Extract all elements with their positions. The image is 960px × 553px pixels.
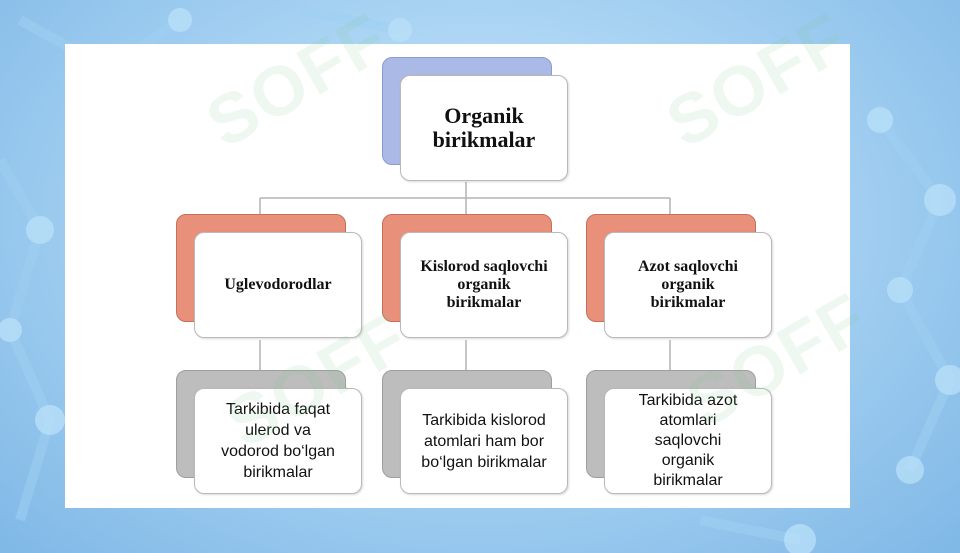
category-node-oxygen: Kislorod saqlovchi organik birikmalar (400, 232, 568, 338)
category-label: Uglevodorodlar (224, 276, 331, 294)
category-label-line: birikmalar (446, 294, 522, 311)
description-label: Tarkibida kislorod atomlari ham bor bo‘l… (421, 410, 546, 473)
category-node-nitrogen: Azot saqlovchi organik birikmalar (604, 232, 772, 338)
description-label-line: vodorod bo‘lgan (221, 443, 335, 460)
description-label: Tarkibida azot atomlari saqlovchi organi… (639, 391, 738, 491)
description-label-line: Tarkibida azot (638, 392, 738, 409)
description-label-line: birikmalar (243, 464, 313, 481)
category-label: Kislorod saqlovchi organik birikmalar (420, 258, 547, 312)
category-label-line: organik (457, 276, 511, 293)
root-node: Organik birikmalar (400, 75, 568, 181)
category-label-line: organik (661, 276, 715, 293)
description-node-hydrocarbons: Tarkibida faqat ulerod va vodorod bo‘lga… (194, 388, 362, 494)
category-label-line: birikmalar (650, 294, 726, 311)
description-label-line: atomlari ham bor (423, 432, 545, 450)
description-node-nitrogen: Tarkibida azot atomlari saqlovchi organi… (604, 388, 772, 494)
description-node-oxygen: Tarkibida kislorod atomlari ham bor bo‘l… (400, 388, 568, 494)
category-label-line: Kislorod saqlovchi (420, 258, 548, 275)
category-node-hydrocarbons: Uglevodorodlar (194, 232, 362, 338)
description-label: Tarkibida faqat ulerod va vodorod bo‘lga… (221, 399, 335, 483)
root-node-label: Organik birikmalar (433, 104, 536, 152)
category-label-line: Azot saqlovchi (638, 258, 738, 275)
description-label-line: birikmalar (653, 472, 723, 489)
category-label: Azot saqlovchi organik birikmalar (638, 258, 738, 312)
description-label-line: bo‘lgan birikmalar (421, 453, 547, 471)
root-label-line-2: birikmalar (432, 127, 536, 152)
description-label-line: ulerod va (245, 422, 311, 439)
description-label-line: organik (661, 452, 715, 469)
description-label-line: atomlari (659, 412, 717, 429)
description-label-line: Tarkibida kislorod (422, 411, 546, 429)
description-label-line: Tarkibida faqat (225, 401, 331, 418)
root-label-line-1: Organik (444, 103, 524, 128)
description-label-line: saqlovchi (654, 432, 722, 449)
category-label-line: Uglevodorodlar (224, 276, 332, 293)
